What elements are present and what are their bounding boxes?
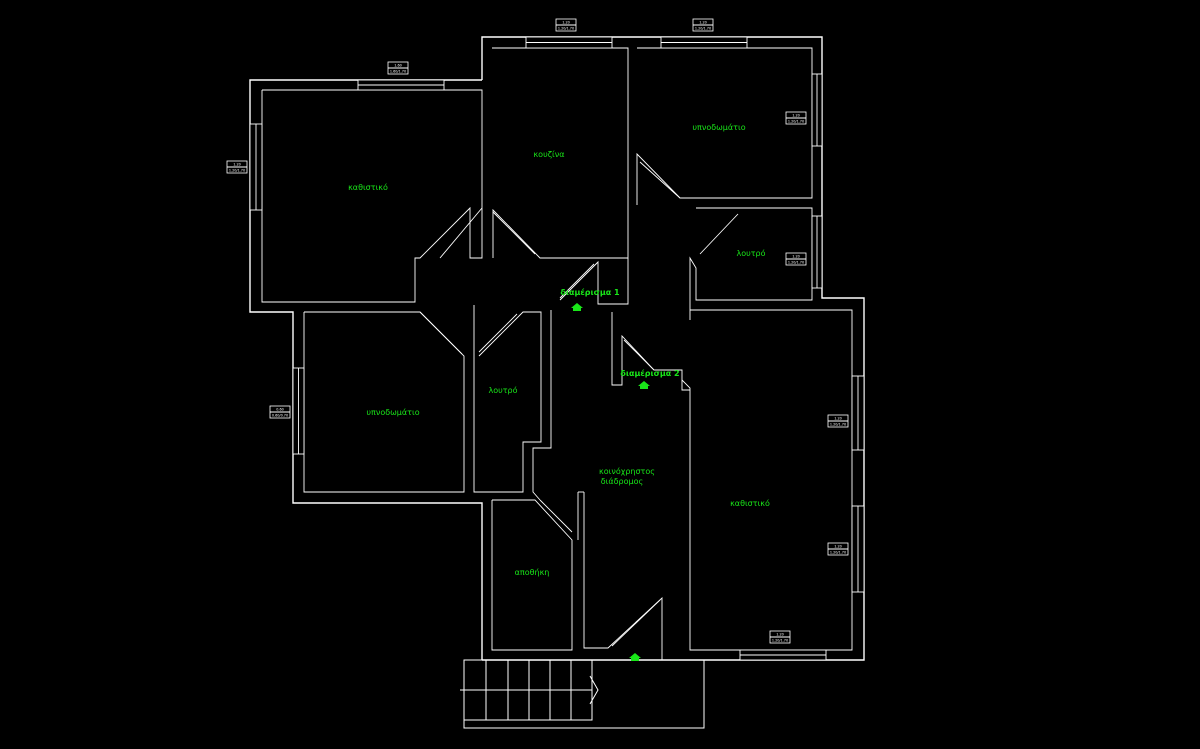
inner-line-storage [491,499,573,651]
window-tag: 1.20 1.20/1.70 [827,414,849,428]
window-tag-top: 1.20 [792,114,800,118]
apartment-label-2: διαμέρισμα 2 [620,368,679,378]
stair-arrow-icon [589,675,599,705]
window-tag: 1.20 1.20/1.70 [226,160,248,174]
outer-wall-west-upper [249,79,483,660]
window-tag-bottom: 1.20/1.70 [830,551,846,555]
window-tag: 1.60 1.60/1.70 [387,61,409,75]
window-tag: 1.20 1.20/1.70 [769,630,791,644]
window-tag: 1.20 1.20/1.70 [692,18,714,32]
window-tag: 1.20 1.20/1.70 [555,18,577,32]
corridor-wall-left [532,310,552,501]
door-entrance [611,599,661,647]
door-apt2 [623,339,655,371]
window-tag-top: 1.20 [233,163,241,167]
door-living-nw [439,207,483,259]
corridor-wall-apt2 [611,312,690,391]
door-bath-center [478,313,518,353]
window-tag-bottom: 1.20/1.70 [772,639,788,643]
door-apt1 [559,263,595,299]
window-tag-top: 1.20 [792,255,800,259]
window-tag-top: 1.20 [562,21,570,25]
room-labels: καθιστικό κουζίνα υπνοδωμάτιο λουτρό υπν… [348,123,770,577]
window-tag-bottom: 1.60/1.70 [390,70,406,74]
inner-line-living-e [681,309,853,651]
inner-line-bath-center [473,305,542,493]
entrance-arrow-icon [629,653,641,661]
window-tag-bottom: 1.20/1.70 [695,27,711,31]
door-bedroom-ne [639,161,681,199]
walls [249,36,865,661]
corridor-wall-bottom [583,492,663,660]
room-label-bedroom-ne: υπνοδωμάτιο [692,123,745,132]
window-tag: 1.20 1.20/1.70 [827,542,849,556]
room-label-storage: αποθήκη [515,568,550,577]
outer-wall-north [481,36,865,661]
window-tag-top: 1.20 [834,545,842,549]
inner-line-bedroom-ne [636,47,813,205]
door-bedroom-w [419,311,463,355]
room-label-living-nw: καθιστικό [348,182,388,192]
window-tag-bottom: 1.20/1.70 [229,169,245,173]
room-label-bedroom-w: υπνοδωμάτιο [366,408,419,417]
window-tag-top: 1.20 [776,633,784,637]
window-tag: 1.20 1.20/1.70 [785,111,807,125]
inner-line-bedroom-w [303,311,465,493]
room-label-bath-center: λουτρό [488,385,517,395]
room-label-corridor-1: κοινόχρηστος [599,466,655,476]
door-kitchen [492,211,536,255]
window-tag-top: 1.20 [699,21,707,25]
window-tags: 1.60 1.60/1.70 1.20 1.20/1.70 1.20 1.20/… [226,18,849,644]
inner-line-bath-ne [689,207,813,320]
room-label-bath-ne: λουτρό [736,248,765,258]
window-tag-bottom: 0.60/0.70 [272,414,288,418]
inner-line-nw-room [261,89,483,303]
door-storage [539,499,573,533]
window-tag-top: 1.60 [394,64,402,68]
doors [419,161,739,647]
corridor-wall-apt1 [559,258,629,305]
window-tag-bottom: 1.20/1.70 [830,423,846,427]
window-tag-top: 0.60 [276,408,284,412]
window-tag-bottom: 1.20/1.70 [788,120,804,124]
apartment-label-1: διαμέρισμα 1 [560,287,620,297]
door-bath-ne [699,213,739,255]
window-tag-bottom: 1.20/1.70 [788,261,804,265]
staircase [460,659,705,729]
windows [249,36,865,661]
window-tag-top: 1.20 [834,417,842,421]
room-label-kitchen: κουζίνα [533,150,564,159]
entrance-arrow-icon [638,381,650,389]
window-tag-bottom: 1.20/1.70 [558,27,574,31]
room-label-living-e: καθιστικό [730,498,770,508]
entrance-markers [571,303,650,661]
stair-enclosure [463,659,705,729]
window-tag: 0.60 0.60/0.70 [269,405,291,419]
room-label-corridor-2: διάδρομος [601,477,643,486]
entrance-arrow-icon [571,303,583,311]
window-tag: 1.20 1.20/1.70 [785,252,807,266]
